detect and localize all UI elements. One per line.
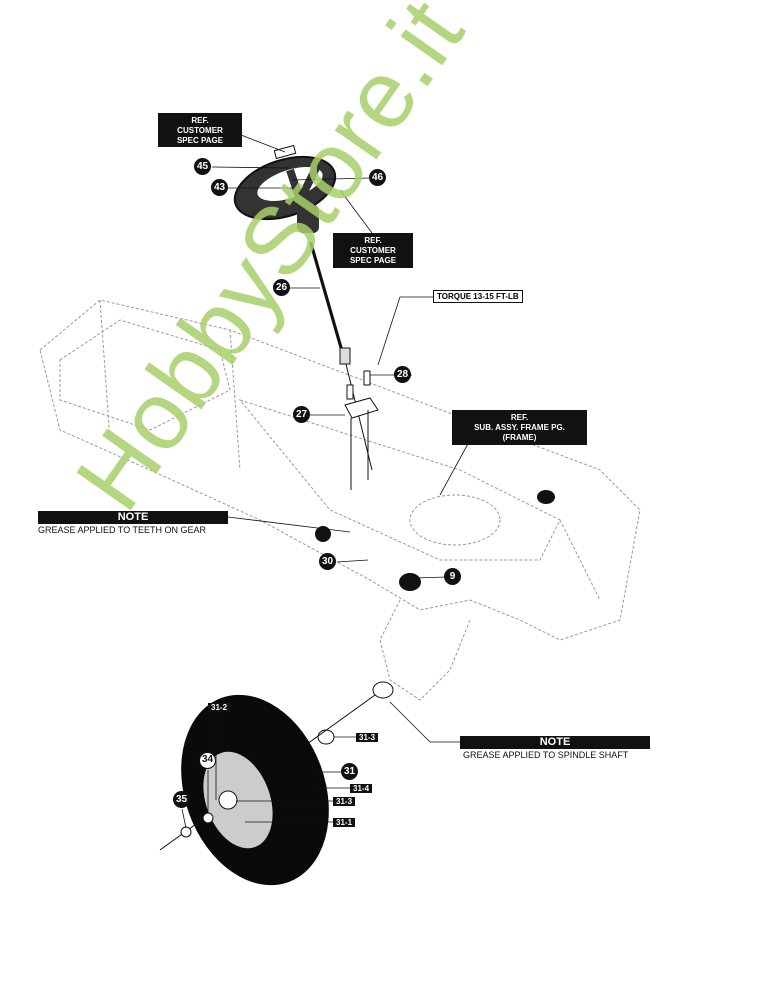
- ref-customer-spec-label-1: REF. CUSTOMER SPEC PAGE: [158, 113, 242, 147]
- label-line: SPEC PAGE: [349, 256, 397, 265]
- callout-34: 34: [199, 752, 216, 769]
- tag-31-3-bushing: 31-3: [356, 733, 379, 742]
- note-text: GREASE APPLIED TO SPINDLE SHAFT: [463, 750, 629, 760]
- callout-30: 30: [319, 553, 336, 570]
- callout-43: 43: [211, 179, 228, 196]
- bushings: [317, 490, 555, 745]
- callout-45: 45: [194, 158, 211, 175]
- tire: [180, 694, 329, 886]
- label-line: (FRAME): [502, 433, 537, 442]
- ref-customer-spec-label-2: REF. CUSTOMER SPEC PAGE: [333, 233, 413, 268]
- label-line: REF.: [510, 413, 529, 422]
- callout-9: 9: [444, 568, 461, 585]
- tag-31-3-hub: 31-3: [333, 797, 356, 806]
- label-line: CUSTOMER: [177, 126, 223, 135]
- callout-35: 35: [173, 791, 190, 808]
- ref-frame-label: REF. SUB. ASSY. FRAME PG. (FRAME): [452, 410, 587, 445]
- label-line: REF.: [364, 236, 382, 245]
- callout-28: 28: [394, 366, 411, 383]
- steering-bracket: [344, 370, 379, 490]
- leader-lines: [181, 134, 471, 829]
- tag-31-4: 31-4: [350, 784, 373, 793]
- tag-31-2: 31-2: [208, 703, 231, 712]
- label-line: REF.: [191, 116, 209, 125]
- callout-27: 27: [293, 406, 310, 423]
- note-title: NOTE: [38, 511, 228, 524]
- callout-31: 31: [341, 763, 358, 780]
- torque-label: TORQUE 13-15 FT-LB: [433, 290, 523, 303]
- label-line: CUSTOMER: [350, 246, 396, 255]
- tag-31-1: 31-1: [333, 818, 356, 827]
- label-line: SPEC PAGE: [176, 136, 224, 145]
- callout-46: 46: [369, 169, 386, 186]
- note-gear: NOTE GREASE APPLIED TO TEETH ON GEAR: [38, 511, 228, 536]
- note-spindle: NOTE GREASE APPLIED TO SPINDLE SHAFT: [460, 736, 650, 761]
- callout-26: 26: [273, 279, 290, 296]
- label-line: SUB. ASSY. FRAME PG.: [474, 423, 565, 432]
- tractor-frame: [39, 299, 641, 701]
- note-text: GREASE APPLIED TO TEETH ON GEAR: [38, 525, 207, 535]
- hidden-callout: [315, 526, 331, 542]
- note-title: NOTE: [460, 736, 650, 749]
